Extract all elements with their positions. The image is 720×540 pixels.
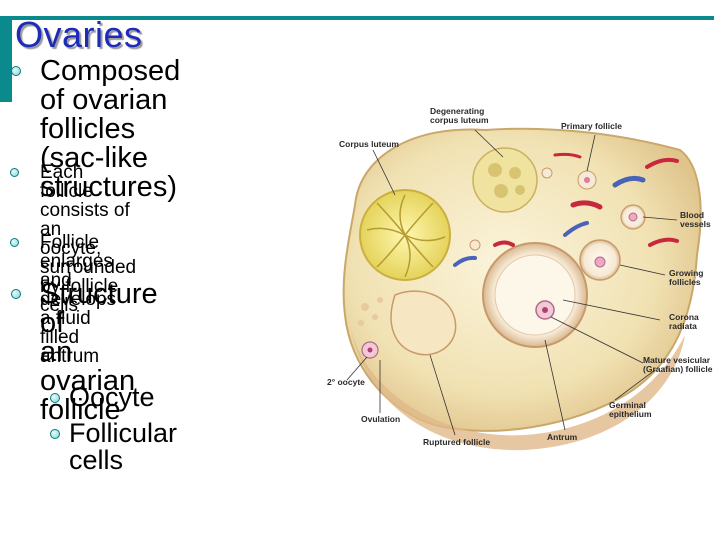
top-accent-bar (0, 16, 714, 20)
bullet-text: Oocyte (69, 382, 155, 412)
label-ovulation: Ovulation (361, 414, 401, 424)
pointer-lines (346, 129, 678, 436)
label-antrum: Antrum (547, 432, 578, 442)
degenerating-folds (488, 163, 525, 198)
label-ruptured-follicle: Ruptured follicle (423, 437, 491, 447)
label-germinal-epithelium: Germinal epithelium (609, 400, 652, 420)
ovulation-cells (358, 297, 383, 326)
ruptured-follicle (390, 290, 457, 356)
bullet-text: Each follicle consists of an oocyte, sur… (40, 162, 137, 316)
bullet-text: Follicular cells (69, 418, 178, 475)
antrum (494, 254, 576, 336)
bullet-item: Each follicle consists of an oocyte, sur… (10, 162, 137, 316)
ovary-illustration (342, 127, 702, 451)
label-corona-radiata: Corona radiata (669, 312, 699, 332)
bullet-icon (11, 66, 21, 76)
label-corpus-luteum: Corpus luteum (339, 139, 399, 149)
bullet-icon (10, 168, 19, 177)
primary-follicle (469, 239, 481, 251)
bullet-text: Composed of ovarian follicles (sac-like … (40, 55, 181, 203)
primary-follicle (541, 167, 553, 179)
bullet-item: Follicle enlarges and develops a fluid f… (10, 232, 117, 367)
label-blood-vessels: Blood vessels (680, 210, 711, 230)
bullet-item: Composed of ovarian follicles (sac-like … (11, 55, 181, 203)
sub-bullet-item: Oocyte (50, 382, 155, 412)
bullet-text: Structure of an ovarian follicle (40, 278, 158, 426)
left-accent-bar (0, 16, 12, 102)
slide-title: Ovaries (15, 14, 143, 55)
bullet-item: Structure of an ovarian follicle (11, 278, 158, 426)
bullet-icon (10, 238, 19, 247)
ovary-diagram: Degenerating corpus luteum Corpus luteum… (325, 95, 720, 455)
label-primary-follicle: Primary follicle (561, 121, 622, 131)
bullet-icon (50, 393, 60, 403)
bullet-icon (11, 289, 21, 299)
sub-bullet-item: Follicular cells (50, 418, 178, 475)
label-growing-follicles: Growing follicles (669, 268, 704, 288)
bullet-icon (50, 429, 60, 439)
label-degenerating-corpus-luteum: Degenerating corpus luteum (430, 106, 489, 126)
ovary-shadow (350, 325, 685, 451)
label-mature-vesicular-follicle: Mature vesicular (Graafian) follicle (643, 355, 713, 375)
degenerating-corpus-luteum (472, 147, 538, 213)
bullet-text: Follicle enlarges and develops a fluid f… (40, 232, 117, 367)
label-secondary-oocyte: 2° oocyte (327, 377, 365, 387)
blood-vessels (453, 152, 679, 267)
corpus-luteum-folds (366, 194, 446, 278)
